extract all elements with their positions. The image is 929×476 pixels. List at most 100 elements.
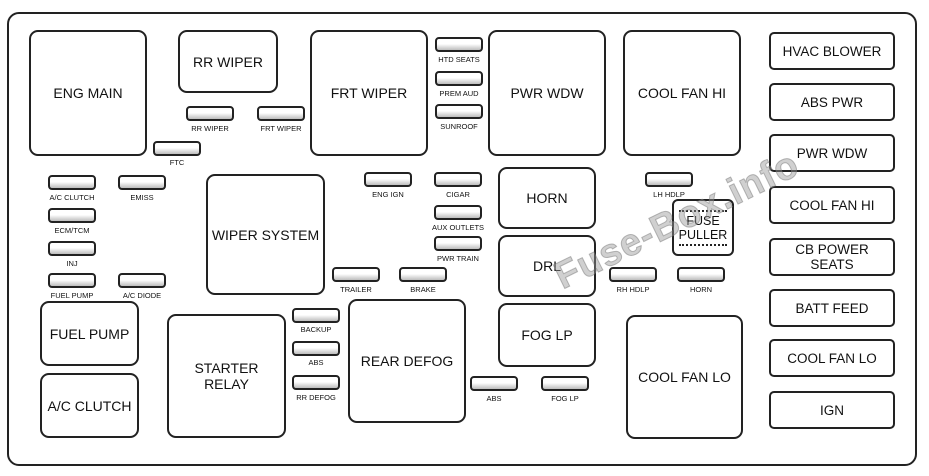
- side-fuse-batt-feed: BATT FEED: [769, 289, 895, 327]
- relay-starter: STARTER RELAY: [167, 314, 286, 438]
- fuse-ecm-tcm: [48, 208, 96, 223]
- side-fuse-label: COOL FAN HI: [789, 197, 875, 213]
- side-fuse-label: CB POWER SEATS: [795, 242, 869, 272]
- relay-label: A/C CLUTCH: [47, 397, 132, 414]
- relay-label: WIPER SYSTEM: [211, 226, 320, 243]
- fuse-label-inj: INJ: [66, 259, 78, 268]
- fuse-horn: [677, 267, 725, 282]
- fuse-lh-hdlp: [645, 172, 693, 187]
- fuse-label-eng-ign: ENG IGN: [372, 190, 404, 199]
- fuse-label-lh-hdlp: LH HDLP: [653, 190, 685, 199]
- fuse-label-aux-outlets: AUX OUTLETS: [431, 223, 485, 232]
- relay-drl: DRL: [498, 235, 596, 297]
- relay-label: FRT WIPER: [330, 85, 408, 101]
- relay-rr-wiper: RR WIPER: [178, 30, 278, 93]
- relay-cool-fan-hi: COOL FAN HI: [623, 30, 741, 156]
- fuse-puller-label-2: PULLER: [678, 227, 728, 242]
- relay-label: FOG LP: [521, 327, 573, 343]
- fuse-ftc: [153, 141, 201, 156]
- fuse-label-pwr-train: PWR TRAIN: [437, 254, 479, 263]
- relay-label: ENG MAIN: [53, 85, 123, 101]
- fuse-fuel-pump: [48, 273, 96, 288]
- fuse-label-ftc: FTC: [169, 158, 185, 167]
- relay-eng-main: ENG MAIN: [29, 30, 147, 156]
- fuse-cigar: [434, 172, 482, 187]
- fuse-aux-outlets: [434, 205, 482, 220]
- side-fuse-label: BATT FEED: [795, 300, 869, 316]
- fuse-label-ac-clutch: A/C CLUTCH: [49, 193, 95, 202]
- puller-grip-top: [679, 209, 727, 212]
- fuse-label-sunroof: SUNROOF: [440, 122, 478, 131]
- relay-label: STARTER RELAY: [194, 360, 259, 392]
- side-fuse-cool-fan-lo: COOL FAN LO: [769, 339, 895, 377]
- side-fuse-label: IGN: [819, 402, 844, 418]
- fuse-puller-label-1: FUSE: [686, 213, 720, 228]
- fuse-abs: [292, 341, 340, 356]
- side-fuse-label: ABS PWR: [800, 94, 864, 110]
- fuse-rr-defog: [292, 375, 340, 390]
- relay-fog-lp: FOG LP: [498, 303, 596, 367]
- fuse-frt-wiper: [257, 106, 305, 121]
- fuse-label-horn: HORN: [689, 285, 713, 294]
- relay-frt-wiper: FRT WIPER: [310, 30, 428, 156]
- side-fuse-label: PWR WDW: [796, 145, 868, 161]
- side-fuse-label: HVAC BLOWER: [782, 43, 882, 59]
- fuse-label-fuel-pump: FUEL PUMP: [50, 291, 94, 300]
- fuse-label-brake: BRAKE: [410, 285, 436, 294]
- relay-horn: HORN: [498, 167, 596, 229]
- fuse-label-abs-2: ABS: [486, 394, 502, 403]
- fuse-label-rr-wiper: RR WIPER: [191, 124, 229, 133]
- relay-label: RR WIPER: [193, 53, 263, 70]
- fuse-label-rh-hdlp: RH HDLP: [616, 285, 650, 294]
- fuse-label-prem-aud: PREM AUD: [439, 89, 479, 98]
- relay-fuel-pump: FUEL PUMP: [40, 301, 139, 366]
- relay-rear-defog: REAR DEFOG: [348, 299, 466, 423]
- fuse-backup: [292, 308, 340, 323]
- fuse-label-frt-wiper: FRT WIPER: [260, 124, 302, 133]
- relay-cool-fan-lo: COOL FAN LO: [626, 315, 743, 439]
- fuse-emiss: [118, 175, 166, 190]
- fuse-label-fog-lp: FOG LP: [551, 394, 579, 403]
- relay-wiper-system: WIPER SYSTEM: [206, 174, 325, 295]
- relay-label: PWR WDW: [510, 85, 584, 101]
- fuse-brake: [399, 267, 447, 282]
- puller-grip-bottom: [679, 243, 727, 246]
- relay-label: COOL FAN HI: [637, 85, 727, 101]
- fuse-label-rr-defog: RR DEFOG: [296, 393, 336, 402]
- side-fuse-abs-pwr: ABS PWR: [769, 83, 895, 121]
- relay-label: REAR DEFOG: [360, 353, 454, 369]
- fuse-label-emiss: EMISS: [130, 193, 154, 202]
- side-fuse-ign: IGN: [769, 391, 895, 429]
- fuse-sunroof: [435, 104, 483, 119]
- fuse-prem-aud: [435, 71, 483, 86]
- side-fuse-label: COOL FAN LO: [787, 350, 877, 366]
- fuse-abs-2: [470, 376, 518, 391]
- fuse-rr-wiper: [186, 106, 234, 121]
- side-fuse-cb-power-seats: CB POWER SEATS: [769, 238, 895, 276]
- fuse-puller: FUSE PULLER: [672, 199, 734, 256]
- fuse-label-trailer: TRAILER: [340, 285, 372, 294]
- relay-label: HORN: [526, 190, 568, 206]
- fuse-rh-hdlp: [609, 267, 657, 282]
- fuse-ac-diode: [118, 273, 166, 288]
- fuse-eng-ign: [364, 172, 412, 187]
- fuse-label-ecm-tcm: ECM/TCM: [54, 226, 90, 235]
- relay-label: COOL FAN LO: [638, 369, 731, 385]
- side-fuse-cool-fan-hi: COOL FAN HI: [769, 186, 895, 224]
- fuse-pwr-train: [434, 236, 482, 251]
- fuse-trailer: [332, 267, 380, 282]
- fuse-ac-clutch: [48, 175, 96, 190]
- relay-pwr-wdw: PWR WDW: [488, 30, 606, 156]
- fuse-fog-lp: [541, 376, 589, 391]
- side-fuse-hvac-blower: HVAC BLOWER: [769, 32, 895, 70]
- relay-label: DRL: [532, 258, 561, 274]
- fuse-inj: [48, 241, 96, 256]
- relay-ac-clutch: A/C CLUTCH: [40, 373, 139, 438]
- fuse-label-cigar: CIGAR: [446, 190, 470, 199]
- fuse-htd-seats: [435, 37, 483, 52]
- side-fuse-pwr-wdw: PWR WDW: [769, 134, 895, 172]
- fuse-label-ac-diode: A/C DIODE: [122, 291, 162, 300]
- fuse-label-abs: ABS: [308, 358, 324, 367]
- fuse-label-backup: BACKUP: [300, 325, 332, 334]
- fuse-label-htd-seats: HTD SEATS: [438, 55, 480, 64]
